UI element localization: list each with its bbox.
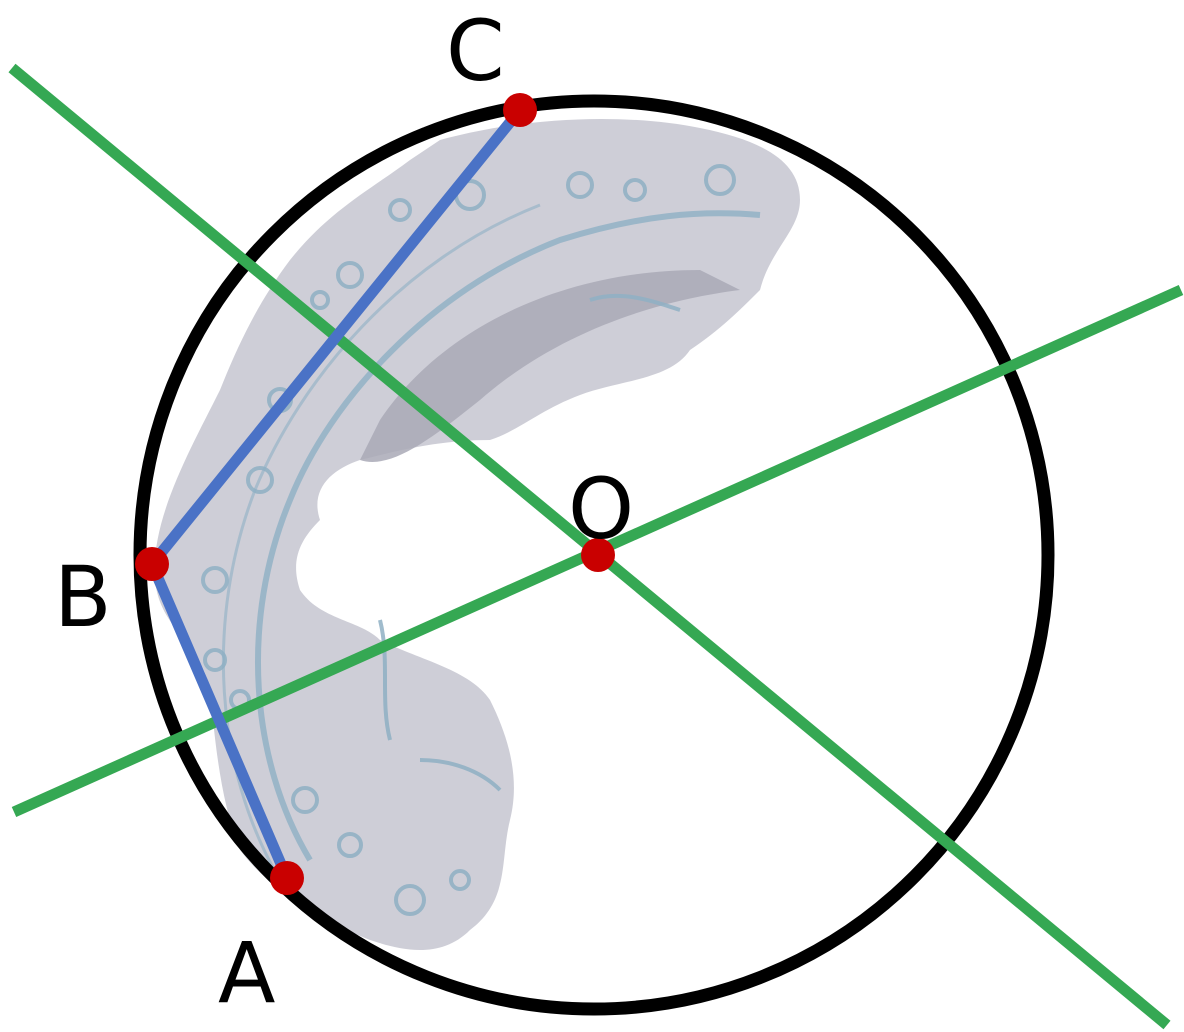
plate-inner-rim bbox=[360, 270, 740, 462]
point-b-marker bbox=[135, 547, 169, 581]
label-a: A bbox=[218, 924, 275, 1022]
plate-swirl-pattern bbox=[201, 164, 736, 916]
chord-ab bbox=[146, 558, 293, 884]
chord-bc bbox=[146, 104, 526, 570]
point-o-marker bbox=[581, 538, 615, 572]
point-c-marker bbox=[503, 93, 537, 127]
point-a-marker bbox=[270, 861, 304, 895]
label-o: O bbox=[568, 460, 634, 558]
plate-fragment-image bbox=[154, 118, 801, 951]
label-c: C bbox=[446, 2, 505, 100]
label-b: B bbox=[54, 548, 112, 646]
plate-fragment-shape bbox=[154, 118, 801, 951]
